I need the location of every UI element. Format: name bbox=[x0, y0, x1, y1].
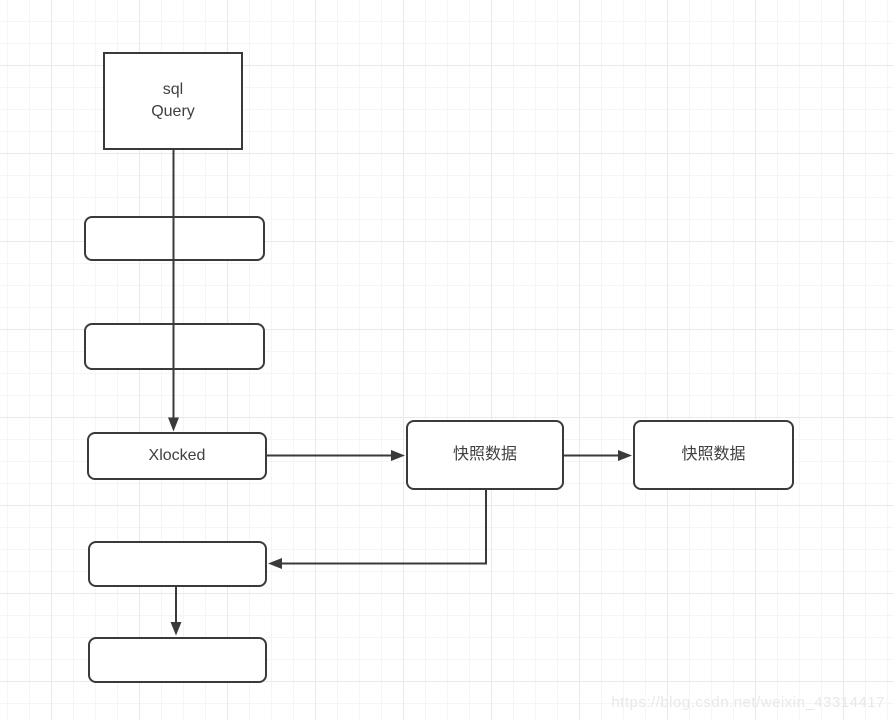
edge-xlocked-to-snapshot1 bbox=[267, 450, 405, 461]
edge-snapshot1-to-snapshot2 bbox=[564, 450, 632, 461]
arrowhead-down-icon bbox=[170, 622, 182, 636]
node-step-empty-3 bbox=[88, 541, 267, 587]
node-snapshot-data-1: 快照数据 bbox=[406, 420, 564, 490]
edge-sqlquery-to-xlocked bbox=[168, 150, 179, 432]
node-xlocked-label: Xlocked bbox=[148, 447, 206, 465]
node-snapshot-data-1-label: 快照数据 bbox=[452, 446, 517, 464]
node-xlocked: Xlocked bbox=[87, 432, 267, 480]
arrowhead-left-icon bbox=[268, 558, 282, 569]
node-sql-query-label: sql Query bbox=[151, 81, 195, 120]
edge-snapshot1-to-empty3 bbox=[268, 490, 487, 569]
node-step-empty-2 bbox=[84, 323, 265, 370]
node-snapshot-data-2-label: 快照数据 bbox=[681, 446, 746, 464]
arrowhead-down-icon bbox=[168, 417, 179, 432]
arrowhead-right-icon bbox=[391, 450, 405, 461]
node-step-empty-4 bbox=[88, 637, 267, 683]
node-sql-query: sql Query bbox=[103, 52, 243, 150]
edge-empty3-to-empty4 bbox=[170, 587, 182, 636]
node-step-empty-1 bbox=[84, 216, 265, 261]
watermark-url: https://blog.csdn.net/weixin_43314417 bbox=[611, 694, 885, 711]
node-snapshot-data-2: 快照数据 bbox=[633, 420, 794, 490]
arrowhead-right-icon bbox=[618, 450, 632, 461]
